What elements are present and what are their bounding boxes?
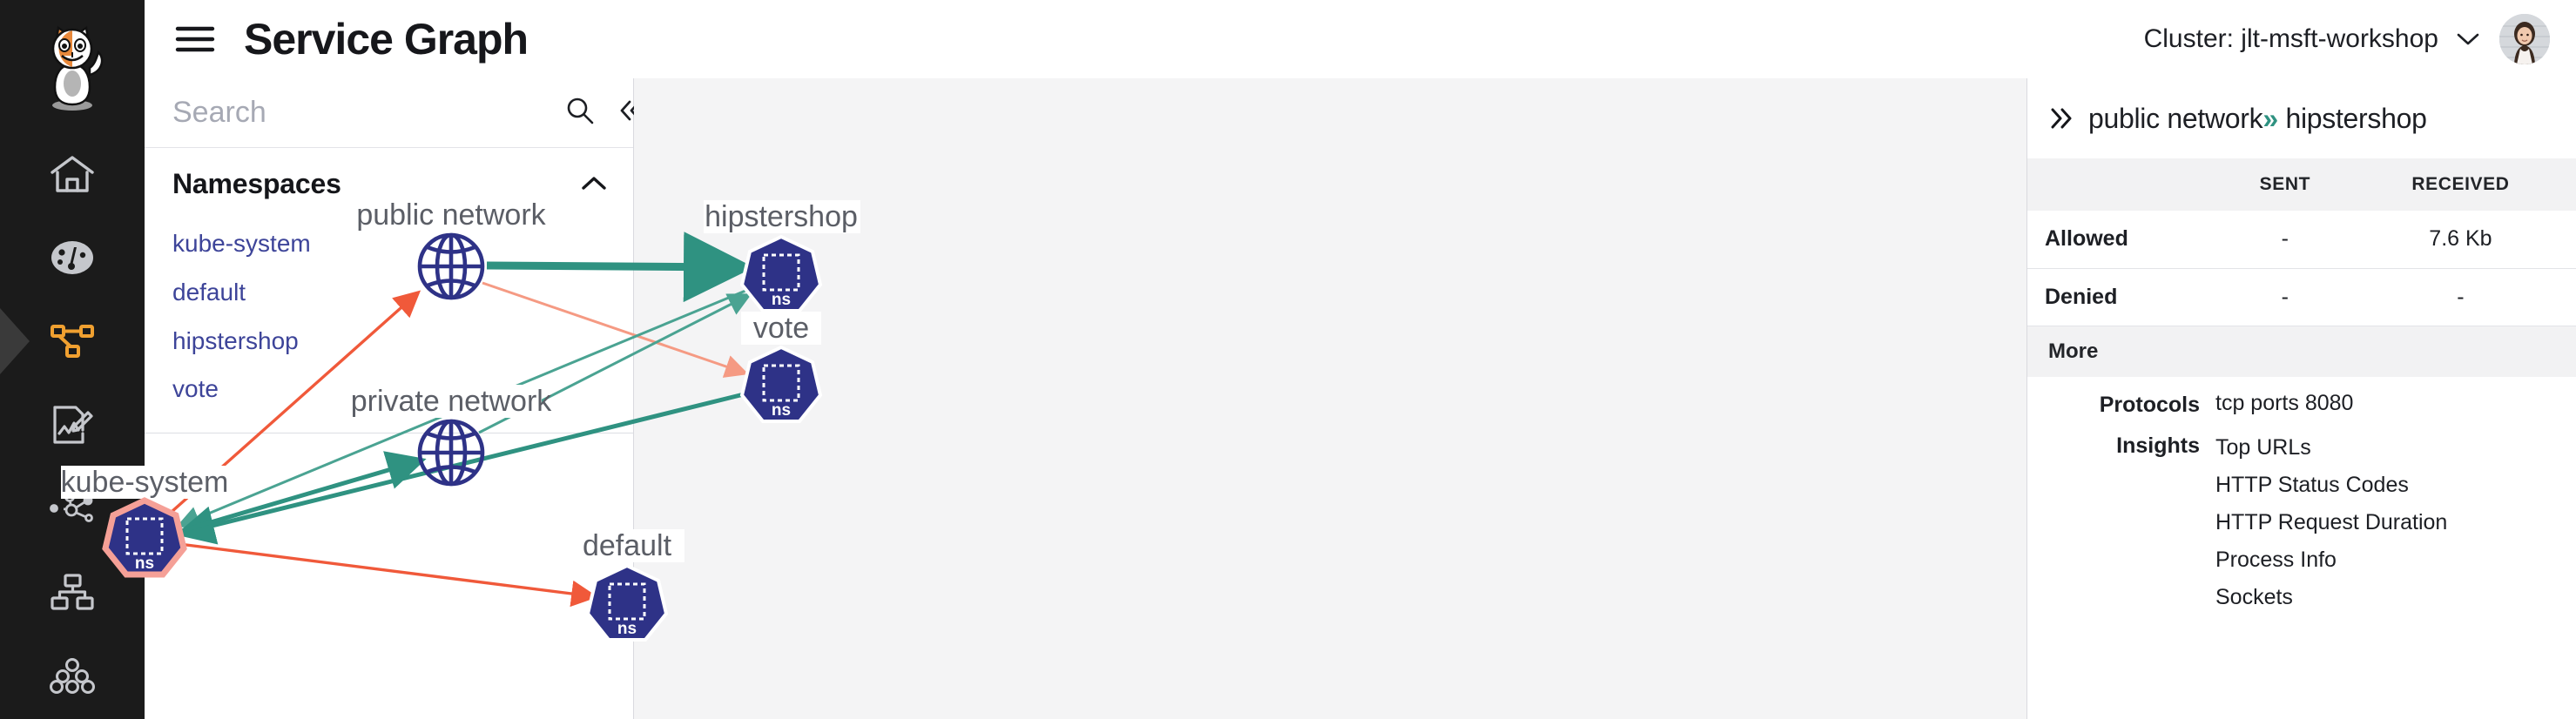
graph-node-vote[interactable]: vote ns xyxy=(739,312,823,423)
service-graph-canvas[interactable]: public network hipstersho xyxy=(61,0,2026,719)
protocols-label: Protocols xyxy=(2099,392,2200,417)
column-header-received: RECEIVED xyxy=(2344,158,2576,211)
insight-sockets[interactable]: Sockets xyxy=(2215,584,2293,609)
edge-public-network-hipstershop xyxy=(486,232,754,303)
app-top-bar: Service Graph Cluster: jlt-msft-workshop xyxy=(145,0,2576,78)
cluster-label: Cluster: jlt-msft-workshop xyxy=(2143,24,2438,53)
insights-row: Insights Top URLs HTTP Status Codes HTTP… xyxy=(2027,418,2576,619)
table-row: Allowed - 7.6 Kb xyxy=(2027,211,2576,269)
insight-http-status-codes[interactable]: HTTP Status Codes xyxy=(2215,472,2409,497)
hamburger-icon[interactable] xyxy=(174,24,216,55)
graph-nodes: public network hipstersho xyxy=(61,198,860,642)
details-source: public network xyxy=(2088,102,2263,134)
graph-node-label: public network xyxy=(356,198,546,232)
graph-node-sublabel: ns xyxy=(772,401,791,420)
chevron-up-icon[interactable] xyxy=(581,175,607,192)
graph-node-hipstershop[interactable]: hipstershop ns xyxy=(704,200,860,312)
graph-node-label: vote xyxy=(753,312,809,345)
edge-kube-system-private-network xyxy=(180,451,427,534)
flow-direction-chevron: » xyxy=(2262,102,2278,134)
allowed-sent-value: - xyxy=(2224,211,2345,269)
table-row: Denied - - xyxy=(2027,268,2576,326)
sidebar-item-dashboard[interactable] xyxy=(0,216,145,299)
graph-node-label: private network xyxy=(351,385,553,418)
double-chevron-right-icon[interactable] xyxy=(2047,105,2076,131)
search-input[interactable] xyxy=(172,96,558,130)
insight-process-info[interactable]: Process Info xyxy=(2215,547,2337,572)
section-header-namespaces[interactable]: Namespaces xyxy=(145,148,633,219)
sidebar-item-policies[interactable] xyxy=(0,383,145,467)
insights-list: Top URLs HTTP Status Codes HTTP Request … xyxy=(2215,432,2447,619)
edge-public-network-vote xyxy=(482,281,749,378)
details-destination: hipstershop xyxy=(2285,102,2427,134)
section-namespaces: Namespaces kube-system default hipstersh… xyxy=(145,148,633,433)
graph-node-label: kube-system xyxy=(61,466,229,499)
graph-node-label: hipstershop xyxy=(705,200,858,233)
table-header-row: SENT RECEIVED xyxy=(2027,158,2576,211)
more-section-header[interactable]: More xyxy=(2027,326,2576,377)
sidebar-item-clusters[interactable] xyxy=(0,634,145,717)
sidebar-sections: Namespaces kube-system default hipstersh… xyxy=(145,148,633,433)
details-flow-title: public network» hipstershop xyxy=(2088,103,2427,135)
row-label-denied: Denied xyxy=(2027,268,2225,326)
sidebar-item-default[interactable]: default xyxy=(172,278,246,306)
graph-canvas-area: Namespaces from 15 minutes to 0 minutes … xyxy=(61,0,2027,719)
icon-rail xyxy=(0,0,145,719)
denied-sent-value: - xyxy=(2224,268,2345,326)
avatar[interactable] xyxy=(2499,14,2550,64)
denied-received-value: - xyxy=(2344,268,2576,326)
details-panel-title-bar: public network» hipstershop xyxy=(2027,78,2576,158)
allowed-received-value: 7.6 Kb xyxy=(2344,211,2576,269)
graph-node-default[interactable]: default ns xyxy=(577,529,684,642)
chevron-down-icon[interactable] xyxy=(2456,24,2480,54)
graph-node-sublabel: ns xyxy=(617,620,637,638)
graph-node-sublabel: ns xyxy=(772,291,791,309)
insight-http-request-duration[interactable]: HTTP Request Duration xyxy=(2215,509,2448,534)
protocols-row: Protocols tcp ports 8080 xyxy=(2027,377,2576,418)
cluster-selector[interactable]: Cluster: jlt-msft-workshop xyxy=(2144,24,2480,54)
sidebar-item-endpoints[interactable] xyxy=(0,550,145,634)
graph-node-label: default xyxy=(583,529,672,562)
protocols-value: tcp ports 8080 xyxy=(2215,390,2354,415)
sidebar-item-service-graph[interactable] xyxy=(0,299,145,383)
sidebar-item-kube-system[interactable]: kube-system xyxy=(172,230,311,257)
page-title: Service Graph xyxy=(244,15,529,64)
sidebar-item-vote[interactable]: vote xyxy=(172,375,219,403)
insight-top-urls[interactable]: Top URLs xyxy=(2215,434,2311,460)
top-bar-right: Cluster: jlt-msft-workshop xyxy=(2144,14,2576,64)
insights-label: Insights xyxy=(2116,433,2200,458)
section-body: kube-system default hipstershop vote xyxy=(145,219,633,433)
edge-kube-system-default xyxy=(179,542,598,608)
graph-node-kube-system[interactable]: kube-system ns xyxy=(61,466,229,578)
sidebar-item-nodes[interactable] xyxy=(0,467,145,550)
flow-stats-table: SENT RECEIVED Allowed - 7.6 Kb Denied - … xyxy=(2027,158,2576,326)
calico-cat-logo[interactable] xyxy=(0,0,145,132)
graph-node-public-network[interactable]: public network xyxy=(356,198,547,300)
sidebar-item-hipstershop[interactable]: hipstershop xyxy=(172,326,299,354)
section-title: Namespaces xyxy=(172,167,341,199)
column-header-blank xyxy=(2027,158,2225,211)
graph-node-sublabel: ns xyxy=(135,554,154,573)
details-panel: public network» hipstershop SENT RECEIVE… xyxy=(2027,0,2576,719)
graph-node-private-network[interactable]: private network xyxy=(351,385,553,487)
column-header-sent: SENT xyxy=(2224,158,2345,211)
search-icon[interactable] xyxy=(565,96,595,130)
search-bar xyxy=(145,78,641,148)
sidebar-item-home[interactable] xyxy=(0,132,145,216)
row-label-allowed: Allowed xyxy=(2027,211,2225,269)
